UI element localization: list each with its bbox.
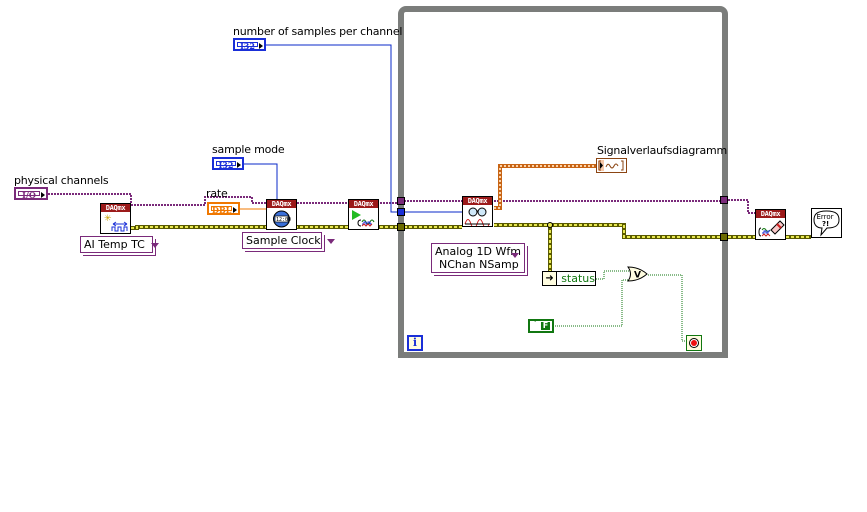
vi-header: DAQmx xyxy=(267,200,296,208)
read-glasses-icon xyxy=(464,207,490,229)
loop-tunnel-samples-in xyxy=(397,208,405,216)
terminal-arrow-icon xyxy=(41,192,45,198)
vi-header: DAQmx xyxy=(756,210,785,218)
boolean-wire xyxy=(553,270,686,342)
dropdown-arrow-icon xyxy=(326,238,335,244)
loop-tunnel-refnum-out xyxy=(720,196,728,204)
physical-channels-label: physical channels xyxy=(14,174,109,187)
svg-text:✳: ✳ xyxy=(104,214,112,224)
svg-text:12:00: 12:00 xyxy=(276,217,291,223)
waveform-data-wire xyxy=(494,164,596,210)
false-constant[interactable]: ˇ F xyxy=(528,319,554,333)
loop-tunnel-refnum-in xyxy=(397,197,405,205)
daqmx-clear-task-vi[interactable]: DAQmx xyxy=(755,209,786,240)
dbl-type-badge: DBL xyxy=(211,205,232,215)
eraser-icon xyxy=(758,220,785,237)
channel-type-selector[interactable]: AI Temp TC xyxy=(80,236,159,253)
terminal-arrow-icon xyxy=(259,43,263,49)
or-function[interactable]: V xyxy=(627,265,649,283)
rate-control[interactable]: DBL xyxy=(207,202,240,215)
daqmx-read-vi[interactable]: DAQmx xyxy=(462,196,493,229)
dropdown-arrow-icon xyxy=(511,253,519,258)
terminal-arrow-icon xyxy=(233,207,237,213)
wire-junction xyxy=(547,222,553,228)
unbundle-by-name[interactable]: ➜ status xyxy=(542,271,596,286)
read-type-selector[interactable]: Analog 1D Wfm NChan NSamp xyxy=(431,243,525,273)
loop-tunnel-error-out xyxy=(720,233,728,241)
io-type-badge: I/O xyxy=(18,191,40,199)
loop-tunnel-error-in xyxy=(397,223,405,231)
clock-icon: 12:00 xyxy=(273,210,291,228)
waveform-icon xyxy=(598,160,624,171)
status-element-label: status xyxy=(561,272,595,285)
physical-channels-control[interactable]: I/O xyxy=(14,187,48,200)
selector-value: AI Temp TC xyxy=(84,238,145,251)
while-loop[interactable] xyxy=(398,6,728,358)
false-value: F xyxy=(541,321,550,330)
selector-value-line2: NChan NSamp xyxy=(439,258,519,271)
terminal-arrow-icon xyxy=(237,162,241,168)
graph-label: Signalverlaufsdiagramm xyxy=(597,144,728,157)
iteration-label: i xyxy=(412,336,418,349)
samples-per-channel-control[interactable]: I32 xyxy=(233,38,266,51)
i32-type-badge: I32 xyxy=(237,42,258,50)
i32-type-badge: I32 xyxy=(216,161,236,169)
daqmx-timing-vi[interactable]: DAQmx 12:00 xyxy=(266,199,297,230)
rate-label: rate xyxy=(206,187,228,200)
selector-value: Sample Clock xyxy=(246,234,321,247)
error-wire xyxy=(131,223,811,272)
start-icon xyxy=(352,210,375,227)
loop-iteration-terminal[interactable]: i xyxy=(407,335,423,351)
sample-mode-control[interactable]: I32 xyxy=(212,157,244,170)
tf-icon: ˇ xyxy=(533,320,538,330)
simple-error-handler-vi[interactable]: Error ?! xyxy=(811,208,842,238)
svg-text:?!: ?! xyxy=(822,220,829,228)
timing-type-selector[interactable]: Sample Clock xyxy=(242,232,335,249)
sample-mode-label: sample mode xyxy=(212,143,285,156)
create-channel-icon: ✳ xyxy=(104,214,128,232)
daqmx-create-channel-vi[interactable]: DAQmx ✳ xyxy=(100,203,131,234)
samples-per-channel-wire xyxy=(266,44,462,213)
svg-text:Error: Error xyxy=(817,213,834,221)
samples-per-channel-label: number of samples per channel xyxy=(233,25,403,38)
or-symbol-icon: V xyxy=(634,271,641,281)
loop-stop-condition-terminal[interactable] xyxy=(686,335,702,351)
sample-mode-wire xyxy=(244,163,278,200)
stop-icon xyxy=(689,338,699,348)
unbundle-arrow-icon: ➜ xyxy=(543,272,558,285)
vi-header: DAQmx xyxy=(101,204,130,212)
waveform-graph-indicator[interactable] xyxy=(596,158,627,173)
error-speech-bubble-icon: Error ?! xyxy=(813,210,840,237)
daqmx-start-task-vi[interactable]: DAQmx xyxy=(348,199,379,230)
vi-header: DAQmx xyxy=(463,197,492,205)
vi-header: DAQmx xyxy=(349,200,378,208)
selector-value-line1: Analog 1D Wfm xyxy=(435,245,521,258)
dropdown-arrow-icon xyxy=(150,242,159,248)
